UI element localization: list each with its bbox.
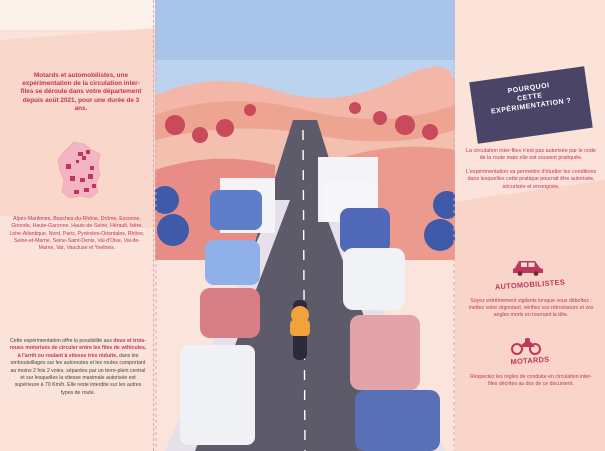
why-text: La circulation inter-files n'est pas aut… (465, 148, 597, 190)
traffic-illustration (155, 0, 455, 451)
fold-line (153, 0, 154, 451)
motorcycle-icon (511, 338, 541, 355)
car-icon (513, 261, 543, 276)
right-panel: POURQUOI CETTE EXPÉRIMENTATION ? La circ… (455, 0, 605, 451)
automobilistes-text: Soyez extrêmement vigilants lorsque vous… (468, 298, 594, 319)
intro-text: Motards et automobilistes, une expérimen… (20, 72, 142, 112)
motards-text: Respectez les règles de conduite en circ… (470, 374, 592, 388)
explanation-text: Cette expérimentation offre la possibili… (9, 338, 147, 396)
departments-list: Alpes-Maritimes, Bouches-du-Rhône, Drôme… (9, 216, 145, 252)
why-banner: POURQUOI CETTE EXPÉRIMENTATION ? (469, 66, 593, 144)
left-panel: Motards et automobilistes, une expérimen… (0, 0, 155, 451)
france-map-icon (57, 141, 101, 199)
